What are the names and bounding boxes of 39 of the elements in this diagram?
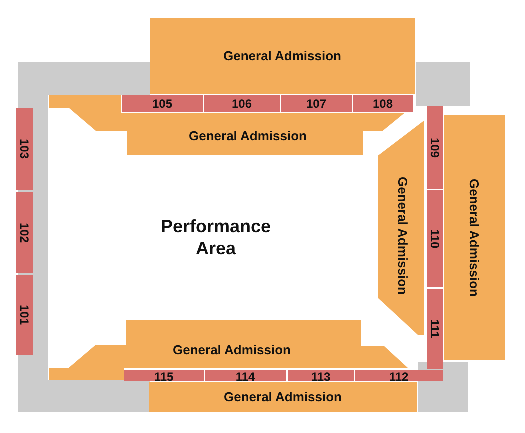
section-number: 108	[372, 98, 394, 110]
section-number: 110	[429, 228, 441, 248]
seating-section	[16, 192, 33, 273]
section-number: 113	[311, 370, 331, 382]
area-label: General Admission	[189, 130, 307, 142]
area-label: General Admission	[173, 344, 291, 356]
seating-section	[427, 190, 443, 287]
seating-section	[355, 370, 443, 381]
area-label: General Admission	[468, 178, 481, 296]
area-label: General Admission	[224, 50, 342, 62]
seating-section	[205, 370, 286, 381]
section-number: 102	[18, 222, 30, 243]
section-number: 109	[429, 137, 441, 158]
area-label: General Admission	[396, 177, 410, 295]
admission-area	[150, 18, 415, 94]
admission-area	[149, 382, 417, 412]
seating-section	[16, 275, 33, 355]
seating-section	[427, 289, 443, 369]
seating-section	[16, 108, 33, 190]
section-number: 103	[18, 138, 30, 160]
stage-label: Performance Area	[160, 216, 272, 260]
area-label: General Admission	[224, 390, 342, 404]
admission-area	[378, 121, 424, 335]
seating-section	[122, 95, 203, 112]
seating-section	[124, 370, 204, 381]
section-number: 105	[152, 98, 173, 110]
seating-section	[204, 95, 280, 112]
section-number: 101	[18, 304, 30, 326]
section-number: 114	[236, 370, 256, 382]
seating-section	[427, 106, 443, 189]
seating-section	[353, 95, 413, 112]
section-number: 106	[232, 98, 252, 110]
section-number: 111	[429, 320, 441, 338]
seating-section	[281, 95, 352, 112]
admission-area	[444, 115, 505, 360]
section-number: 115	[154, 370, 174, 382]
seating-section	[288, 370, 354, 381]
section-number: 107	[306, 98, 327, 110]
section-number: 112	[389, 370, 409, 382]
